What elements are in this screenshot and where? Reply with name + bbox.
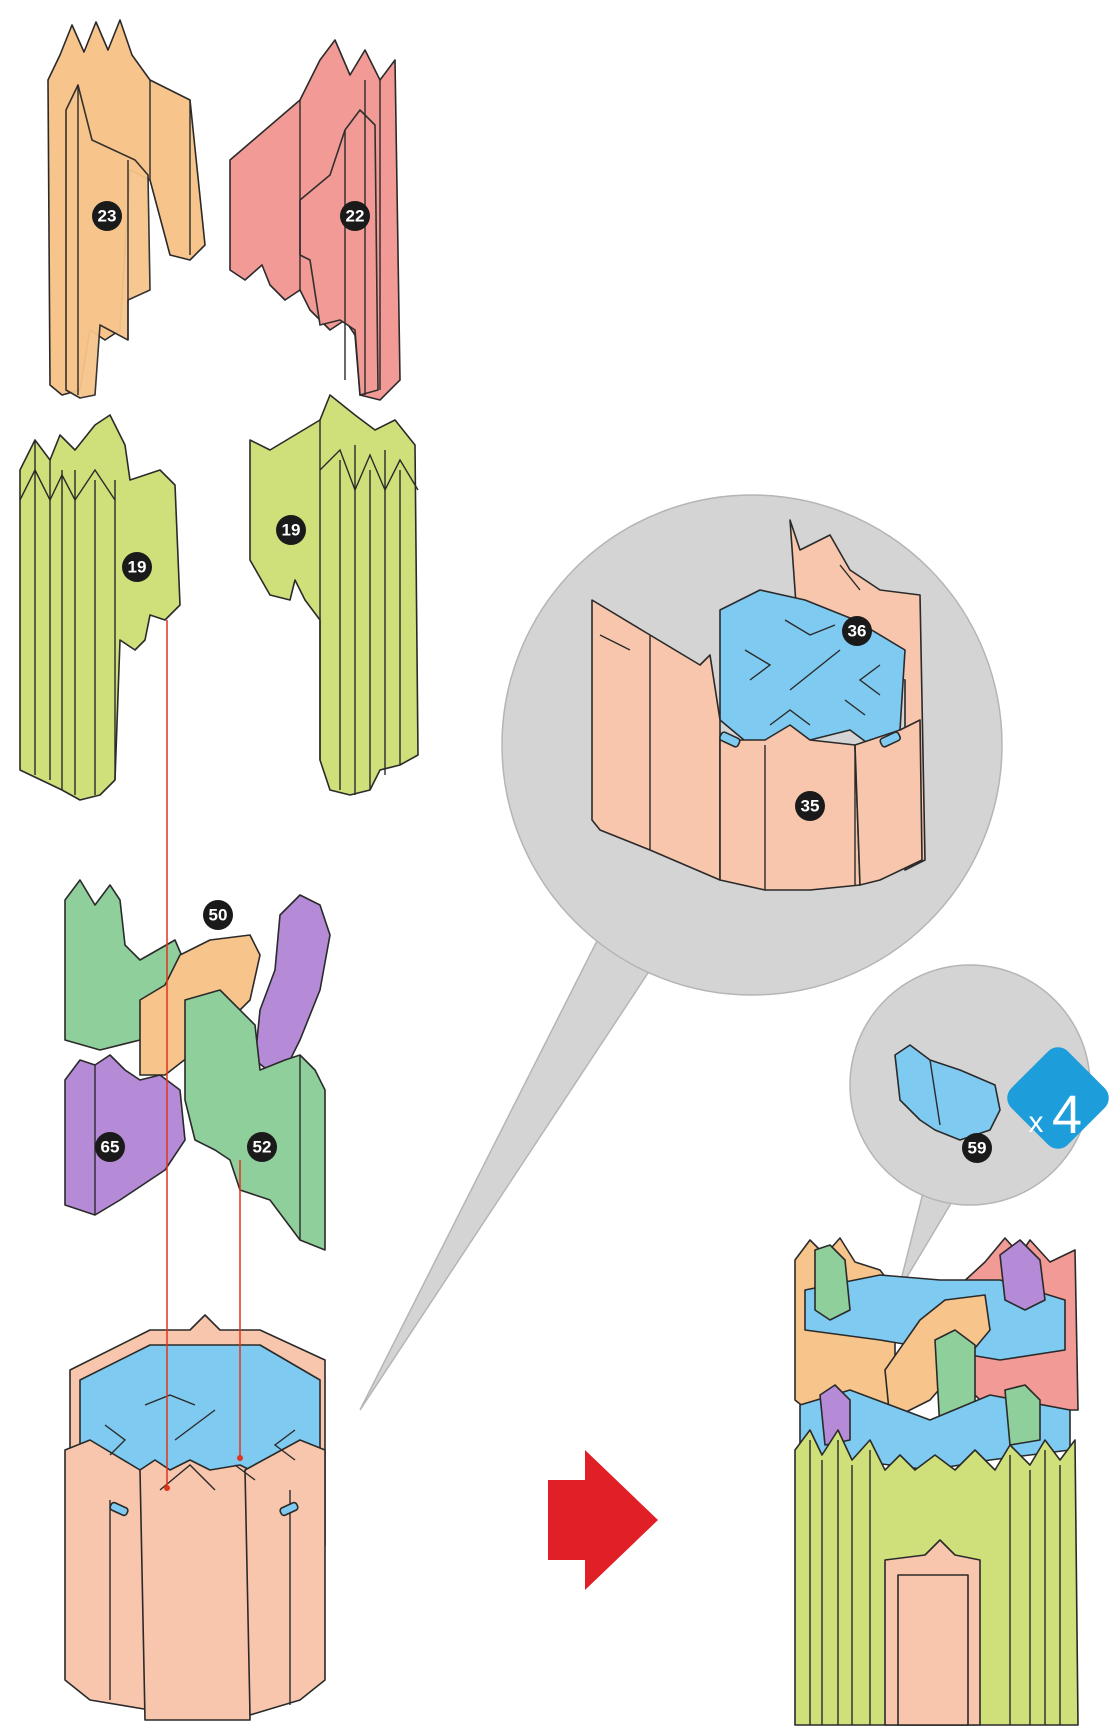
diamond-badge-icon: [1007, 1047, 1109, 1149]
part-number-59: 59: [968, 1139, 987, 1158]
piece-59-blue: [894, 1044, 1001, 1141]
tower-door-inner: [897, 1574, 969, 1726]
callout-pointer: [359, 933, 652, 1411]
badge-36: 36: [842, 616, 872, 646]
badge-52: 52: [247, 1132, 277, 1162]
tower-green-post-left: [814, 1244, 851, 1321]
piece-23: [47, 19, 206, 399]
base-center-front-wall: [139, 1459, 251, 1721]
base-left-front-wall: [64, 1439, 151, 1711]
detail-callout-large: [359, 494, 1003, 1411]
part-number-19-left: 19: [128, 558, 147, 577]
detail-callout-small: [849, 964, 1109, 1293]
part-number-badges: 23 22 19 19 50 65 52 36: [92, 201, 1082, 1163]
multiplier-count: 4: [1052, 1085, 1082, 1145]
piece-19-left: [19, 414, 181, 801]
cross-assembly: [64, 879, 331, 1251]
detail-right-wall: [854, 719, 923, 886]
badge-35: 35: [795, 791, 825, 821]
part-number-22: 22: [346, 207, 365, 226]
tower-purple-post-right: [999, 1239, 1046, 1311]
piece-65-purple-back: [254, 894, 331, 1081]
badge-19-left: 19: [122, 552, 152, 582]
badge-22: 22: [340, 201, 370, 231]
badge-50: 50: [203, 900, 233, 930]
base-right-front-wall: [244, 1439, 326, 1716]
part-number-19-right: 19: [282, 521, 301, 540]
base-assembly: [64, 1314, 326, 1721]
part-number-65: 65: [101, 1138, 120, 1157]
part-number-36: 36: [848, 622, 867, 641]
multiplier-text: x 4: [1029, 1085, 1083, 1145]
badge-65: 65: [95, 1132, 125, 1162]
tower-green-clip-right: [1004, 1384, 1041, 1446]
multiplier-x: x: [1029, 1106, 1044, 1139]
badge-59: 59: [962, 1133, 992, 1163]
tower-purple-clip-left: [819, 1384, 851, 1446]
badge-23: 23: [92, 201, 122, 231]
multiplier-badge: [1007, 1047, 1109, 1149]
badge-19-right: 19: [276, 515, 306, 545]
final-tower: [794, 1237, 1079, 1726]
piece-52-green-front: [184, 989, 326, 1251]
part-number-50: 50: [209, 906, 228, 925]
part-number-52: 52: [253, 1138, 272, 1157]
detail-piece-35-peach: [719, 724, 861, 891]
part-number-35: 35: [801, 797, 820, 816]
piece-19-right-panel: [249, 394, 419, 796]
right-arrow-icon: [548, 1450, 658, 1590]
piece-22: [229, 39, 401, 401]
piece-19-right: [249, 394, 419, 796]
part-number-23: 23: [98, 207, 117, 226]
piece-19-left-panel: [19, 414, 181, 801]
